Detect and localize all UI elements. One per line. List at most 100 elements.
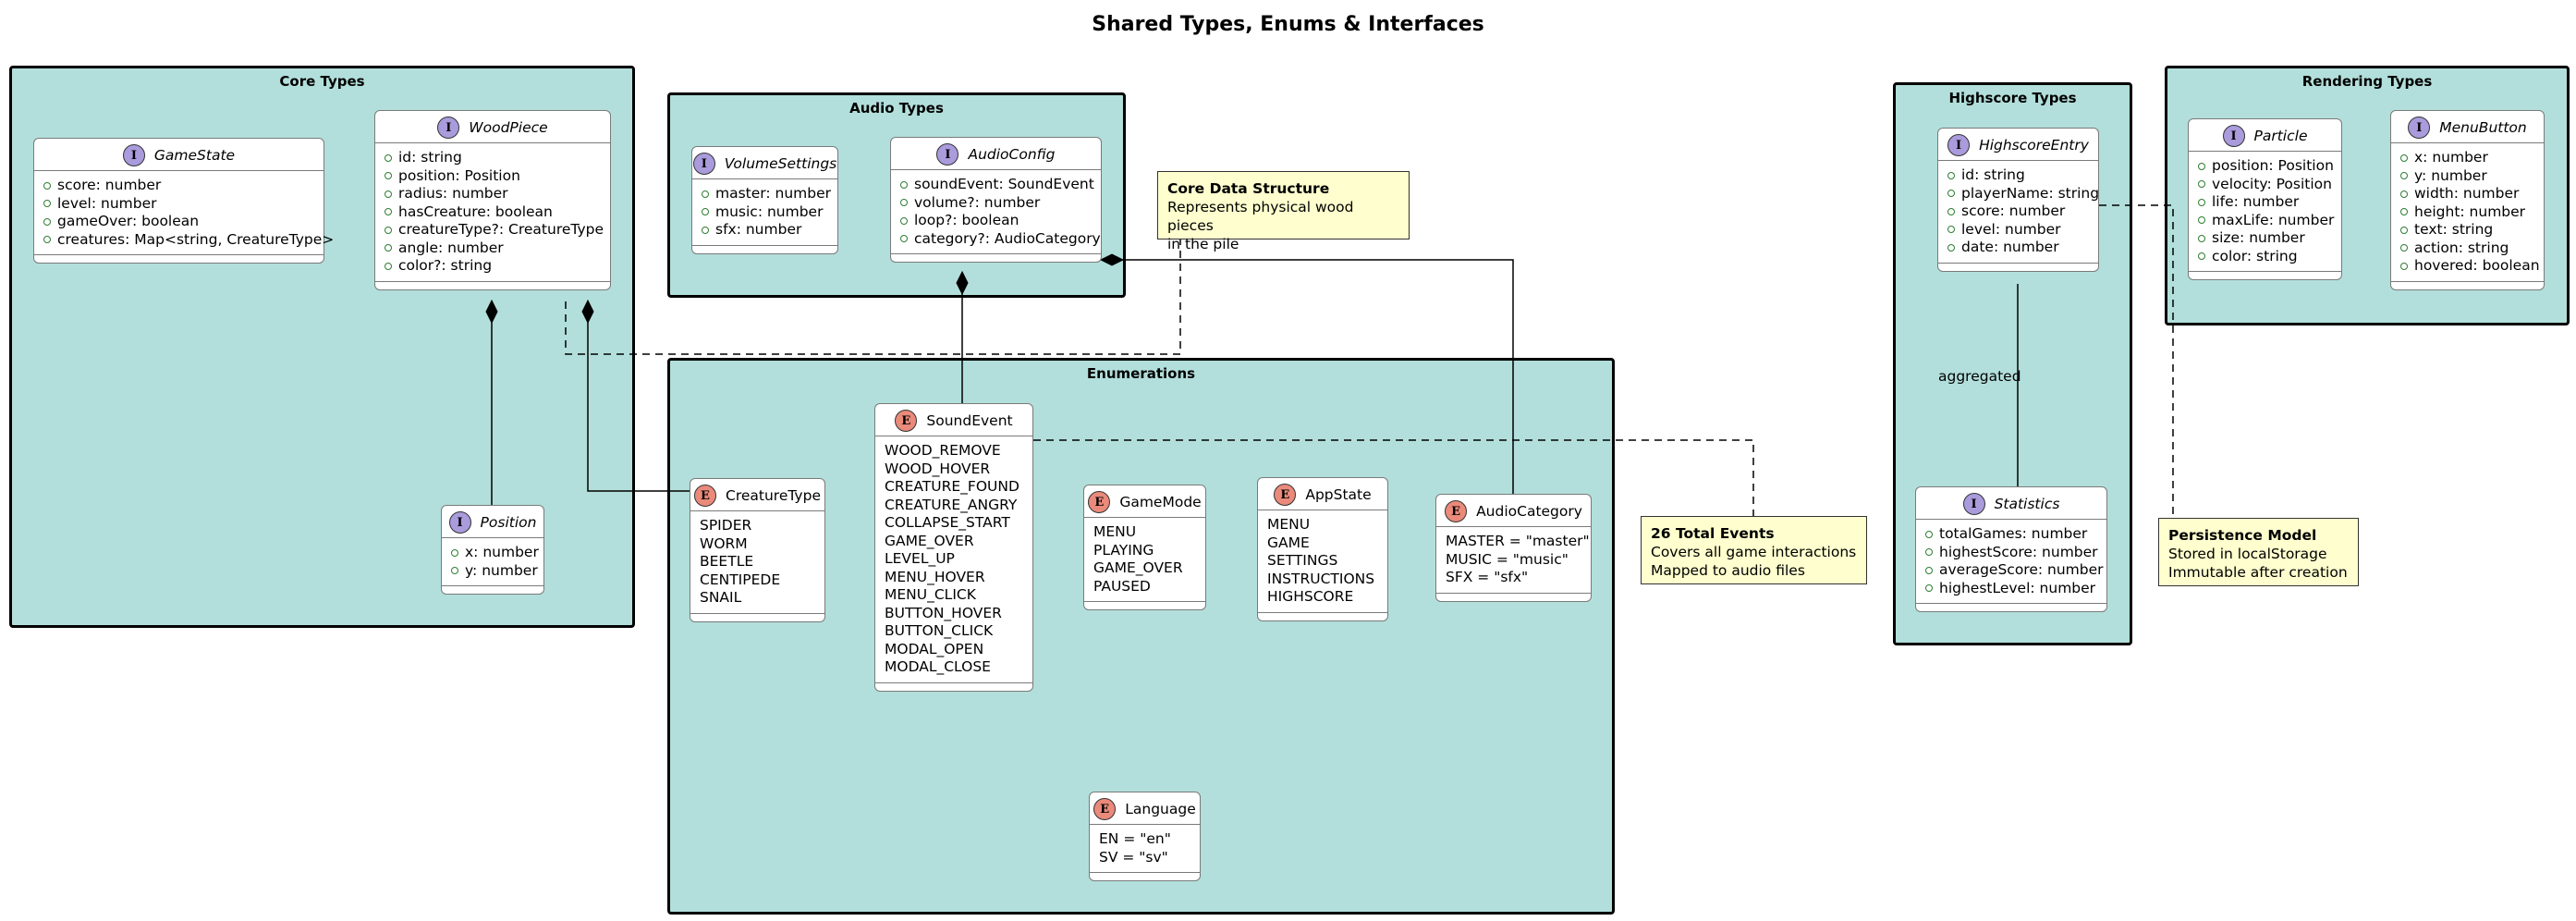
note-link-events <box>1033 439 1754 516</box>
public-visibility-icon <box>1947 207 1955 215</box>
enum-value: WOOD_REMOVE <box>885 442 1001 459</box>
enum-value: MODAL_OPEN <box>885 640 984 657</box>
member-text: action: string <box>2414 239 2509 256</box>
public-visibility-icon <box>2198 198 2205 206</box>
member-text: highestLevel: number <box>1939 579 2096 596</box>
composition-audioconfig-audiocategory <box>1118 259 1514 494</box>
member-row: volume?: number <box>900 194 1092 213</box>
enum-value: MODAL_CLOSE <box>885 658 991 675</box>
enum-value: EN = "en" <box>1099 830 1171 847</box>
public-visibility-icon <box>2400 172 2408 180</box>
enum-value: GAME_OVER <box>885 532 974 549</box>
member-row: action: string <box>2400 239 2534 258</box>
public-visibility-icon <box>385 154 392 162</box>
member-text: id: string <box>1961 166 2025 183</box>
member-text: score: number <box>1961 203 2066 219</box>
member-row: creatures: Map<string, CreatureType> <box>43 231 334 250</box>
enum-value: WORM <box>700 534 748 552</box>
member-text: y: number <box>2414 166 2487 184</box>
class-name: VolumeSettings <box>724 155 837 172</box>
member-text: velocity: Position <box>2212 175 2332 192</box>
member-row: size: number <box>2198 229 2332 248</box>
public-visibility-icon <box>1947 171 1955 179</box>
public-visibility-icon <box>385 208 392 216</box>
composition-woodpiece-creaturetype <box>587 322 690 492</box>
public-visibility-icon <box>1947 226 1955 234</box>
member-text: creatures: Map<string, CreatureType> <box>57 230 335 248</box>
interface-icon: I <box>1962 493 1985 515</box>
enum-value: COLLAPSE_START <box>885 514 1010 531</box>
member-row: color: string <box>2198 248 2332 266</box>
class-name: Particle <box>2253 128 2308 144</box>
member-row: creatureType?: CreatureType <box>385 221 604 239</box>
member-row: master: number <box>702 185 831 203</box>
enum-icon: E <box>1445 500 1468 522</box>
composition-diamond <box>581 299 594 325</box>
enum-value: BUTTON_HOVER <box>885 604 1002 621</box>
member-row: height: number <box>2400 203 2534 222</box>
enum-value: SFX = "sfx" <box>1446 569 1529 585</box>
enum-icon: E <box>895 410 918 432</box>
enum-value: MUSIC = "music" <box>1446 550 1569 568</box>
note-line: Immutable after creation <box>2168 564 2348 581</box>
interface-icon: I <box>2408 117 2431 139</box>
enum-value: CREATURE_FOUND <box>885 478 1019 495</box>
public-visibility-icon <box>2400 226 2408 234</box>
interface-icon: I <box>692 153 715 175</box>
package-title: Core Types <box>279 73 365 90</box>
class-name: Language <box>1125 801 1196 817</box>
class-name: HighscoreEntry <box>1979 137 2089 154</box>
class-name: GameState <box>153 147 236 164</box>
public-visibility-icon <box>43 236 51 244</box>
member-text: volume?: number <box>914 193 1041 211</box>
enum-value: CREATURE_ANGRY <box>885 496 1018 513</box>
package-title: Highscore Types <box>1948 90 2077 106</box>
public-visibility-icon <box>702 190 709 198</box>
public-visibility-icon <box>702 226 709 234</box>
interface-icon: I <box>2222 125 2245 147</box>
member-row: y: number <box>2400 167 2534 186</box>
public-visibility-icon <box>2198 162 2205 170</box>
note-link-persistence <box>2099 204 2174 518</box>
member-text: maxLife: number <box>2212 211 2335 228</box>
enum-value: WOOD_HOVER <box>885 460 991 477</box>
package-title: Enumerations <box>1086 365 1196 382</box>
member-row: level: number <box>43 195 314 214</box>
enum-value: LEVEL_UP <box>885 550 955 567</box>
public-visibility-icon <box>2400 190 2408 198</box>
public-visibility-icon <box>900 199 908 207</box>
interface-icon: I <box>936 143 959 166</box>
enum-value: HIGHSCORE <box>1267 588 1354 605</box>
enum-value: SETTINGS <box>1267 552 1338 569</box>
package-title: Rendering Types <box>2301 73 2433 90</box>
public-visibility-icon <box>385 226 392 234</box>
member-text: x: number <box>465 544 539 560</box>
public-visibility-icon <box>385 262 392 270</box>
note-title: Core Data Structure <box>1167 180 1330 197</box>
member-row: date: number <box>1947 239 2089 257</box>
class-name: GameMode <box>1119 494 1202 510</box>
enum-icon: E <box>1093 798 1117 820</box>
public-visibility-icon <box>900 216 908 225</box>
member-text: hovered: boolean <box>2414 257 2540 274</box>
member-row: highestLevel: number <box>1925 580 2097 598</box>
public-visibility-icon <box>385 190 392 198</box>
package-title: Audio Types <box>849 100 944 117</box>
enum-value: GAME_OVER <box>1093 559 1183 576</box>
member-row: hasCreature: boolean <box>385 203 601 222</box>
